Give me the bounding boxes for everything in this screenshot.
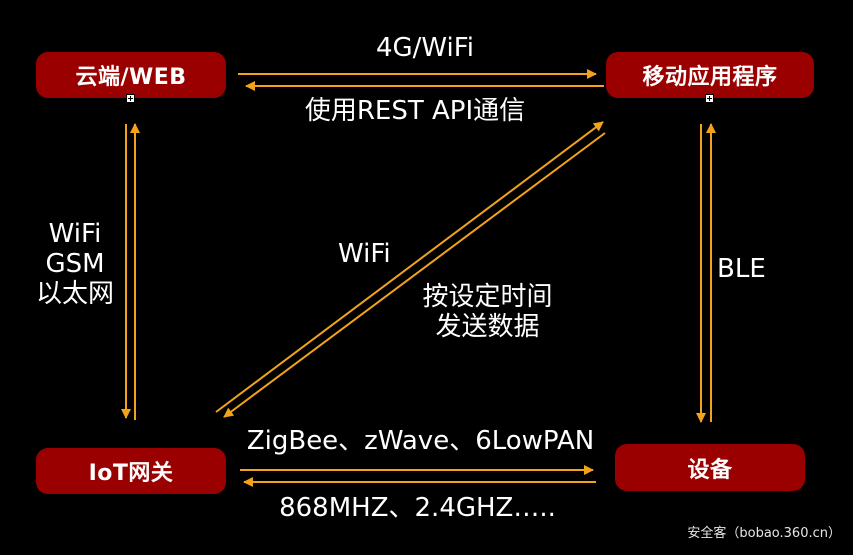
edge-note-scheduled-send: 按设定时间 发送数据 <box>405 282 570 343</box>
edge-label-gsm: GSM <box>45 248 105 279</box>
edge-note-line-2: 发送数据 <box>435 311 540 342</box>
edge-label-cloud-gateway: WiFi GSM 以太网 <box>20 219 130 310</box>
node-cloud-web[interactable]: 云端/WEB <box>36 52 226 98</box>
node-iot-gateway[interactable]: IoT网关 <box>36 448 226 494</box>
edge-label-wifi: WiFi <box>48 219 102 249</box>
edge-label-ethernet: 以太网 <box>35 278 114 309</box>
expand-handle-icon[interactable] <box>126 94 135 103</box>
edge-label-ble: BLE <box>717 254 766 284</box>
node-iot-gateway-label: IoT网关 <box>88 461 174 486</box>
edge-label-rest-api: 使用REST API通信 <box>304 96 526 126</box>
arrow-gateway-to-mobile <box>215 121 604 413</box>
node-mobile-app[interactable]: 移动应用程序 <box>606 52 814 98</box>
node-device-label: 设备 <box>687 457 733 483</box>
watermark: 安全客（bobao.360.cn） <box>687 526 841 541</box>
node-device[interactable]: 设备 <box>615 444 805 491</box>
edge-label-protocols: ZigBee、zWave、6LowPAN <box>246 426 595 456</box>
node-cloud-web-label: 云端/WEB <box>75 65 187 90</box>
edge-label-4g-wifi: 4G/WiFi <box>375 33 475 63</box>
edge-label-frequencies: 868MHZ、2.4GHZ….. <box>279 493 556 523</box>
expand-handle-icon[interactable] <box>705 94 714 103</box>
edge-label-diagonal-wifi: WiFi <box>338 239 391 269</box>
arrow-mobile-to-gateway <box>223 132 606 418</box>
edge-note-line-1: 按设定时间 <box>422 282 553 312</box>
node-mobile-app-label: 移动应用程序 <box>642 65 778 90</box>
